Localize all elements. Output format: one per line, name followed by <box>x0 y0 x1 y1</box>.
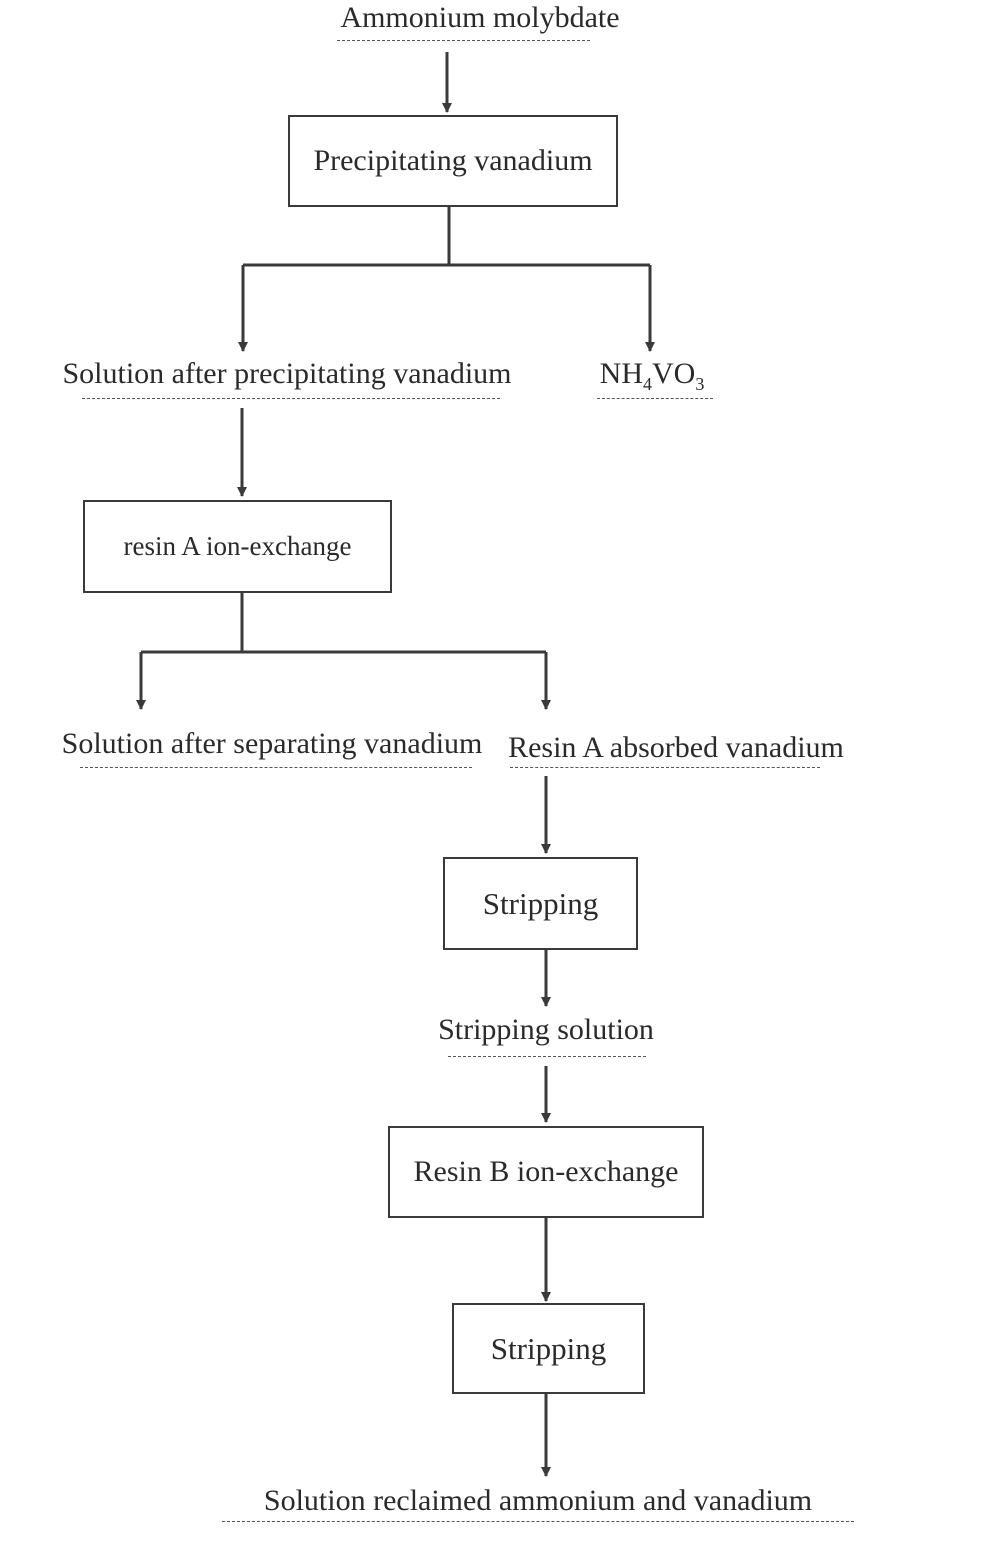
process-resin-b-ion-exchange: Resin B ion-exchange <box>388 1126 704 1218</box>
underline-stripping-solution <box>448 1056 646 1057</box>
node-ammonium-molybdate: Ammonium molybdate <box>340 1 620 34</box>
process-stripping-2: Stripping <box>452 1303 645 1394</box>
nh4vo3-part1: NH <box>599 357 643 390</box>
node-nh4vo3: NH4VO3 <box>599 356 705 394</box>
node-resin-a-absorbed-vanadium: Resin A absorbed vanadium <box>508 731 844 764</box>
nh4vo3-part2: VO <box>652 357 696 390</box>
process-stripping-1-label: Stripping <box>482 885 599 921</box>
underline-solution-after-separating <box>80 767 472 768</box>
underline-solution-after-precipitating <box>82 398 500 399</box>
process-resin-b-ion-exchange-label: Resin B ion-exchange <box>413 1155 679 1188</box>
underline-resin-a-absorbed-vanadium <box>510 767 820 768</box>
underline-ammonium-molybdate <box>337 40 590 41</box>
node-stripping-solution: Stripping solution <box>438 1013 654 1046</box>
underline-solution-reclaimed <box>222 1521 854 1522</box>
node-solution-after-precipitating: Solution after precipitating vanadium <box>62 357 512 390</box>
process-precipitating-vanadium-label: Precipitating vanadium <box>313 144 593 177</box>
nh4vo3-sub2: 3 <box>695 374 705 394</box>
process-stripping-2-label: Stripping <box>490 1330 607 1366</box>
process-resin-a-ion-exchange: resin A ion-exchange <box>83 500 392 593</box>
process-resin-a-ion-exchange-label: resin A ion-exchange <box>123 531 352 561</box>
nh4vo3-sub1: 4 <box>643 374 652 394</box>
node-solution-reclaimed: Solution reclaimed ammonium and vanadium <box>263 1484 813 1517</box>
node-solution-after-separating: Solution after separating vanadium <box>61 727 483 760</box>
process-precipitating-vanadium: Precipitating vanadium <box>288 115 618 207</box>
underline-nh4vo3 <box>597 398 713 399</box>
process-stripping-1: Stripping <box>443 857 638 950</box>
